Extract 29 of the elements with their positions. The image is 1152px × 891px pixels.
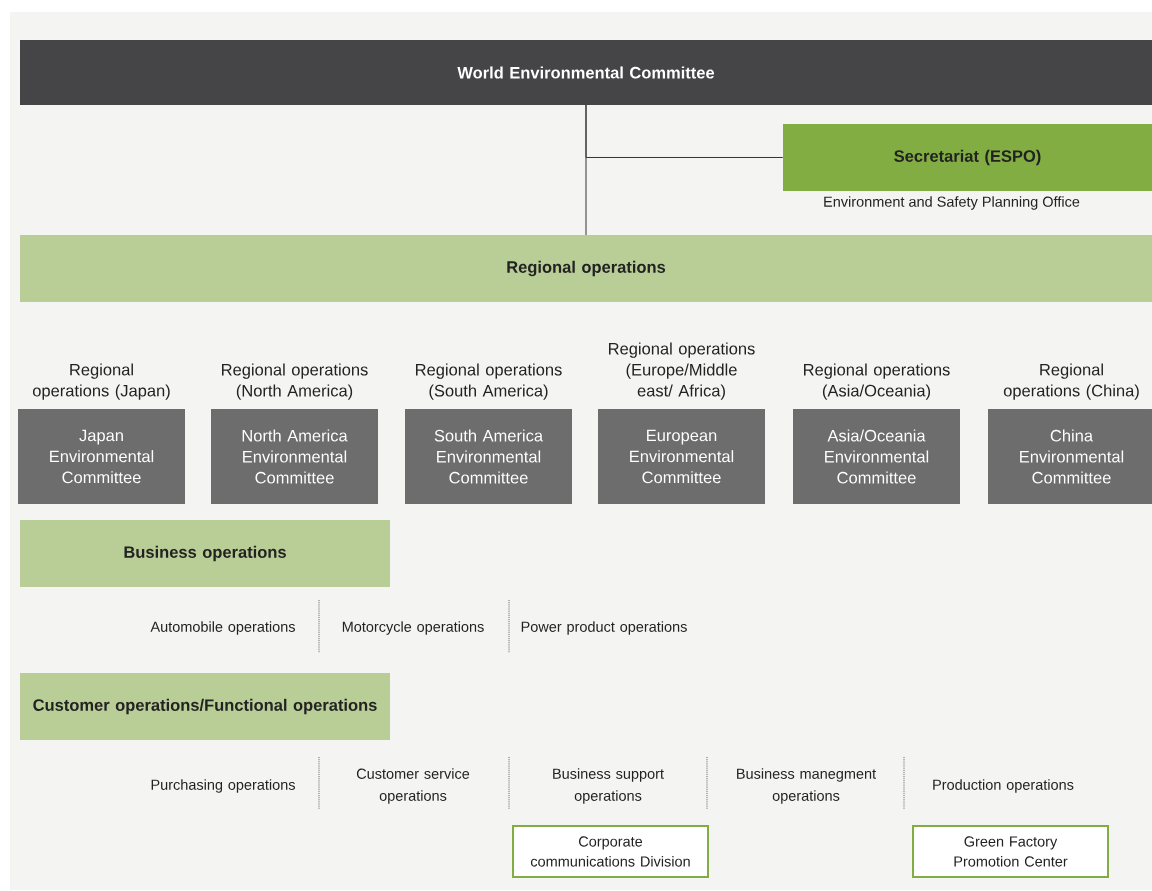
band-box: Business operations: [20, 520, 390, 587]
office-name: Environment and Safety Planning Office: [824, 196, 1080, 210]
region-heading: Regional operations (Japan): [32, 363, 170, 400]
committee-box: China Environmental Committee: [988, 409, 1152, 504]
committee-box: Japan Environmental Committee: [18, 409, 185, 504]
committee-box: Asia/Oceania Environmental Committee: [793, 409, 960, 504]
region-heading: Regional operations (South America): [416, 363, 562, 400]
connector-line: [585, 104, 587, 236]
region-heading: Regional operations (North America): [222, 363, 368, 400]
committee-box: South America Environmental Committee: [405, 409, 572, 504]
operation-label: Production operations: [933, 779, 1074, 793]
operation-label: Automobile operations: [150, 621, 295, 635]
band-box: Regional operations: [20, 235, 1152, 302]
operation-label: Customer service operations: [356, 768, 470, 804]
region-heading: Regional operations (Asia/Oceania): [804, 363, 950, 400]
division-box: Corporate communications Division: [512, 825, 709, 878]
region-heading: Regional operations (Europe/Middle east/ Africa): [609, 342, 755, 400]
committee-box: European Environmental Committee: [598, 409, 765, 504]
committee-box: North America Environmental Committee: [211, 409, 378, 504]
operation-label: Purchasing operations: [151, 779, 295, 793]
band-box: Customer operations/Functional operations: [20, 673, 390, 740]
region-heading: Regional operations (China): [1003, 363, 1139, 400]
operation-label: Business manegment operations: [737, 768, 876, 804]
operation-label: Business support operations: [553, 768, 664, 804]
secretariat-box: Secretariat (ESPO): [783, 124, 1152, 191]
box-banner: World Environmental Committee: [20, 40, 1152, 105]
operation-label: Motorcycle operations: [342, 621, 484, 635]
division-box: Green Factory Promotion Center: [912, 825, 1109, 878]
operation-label: Power product operations: [521, 621, 687, 635]
